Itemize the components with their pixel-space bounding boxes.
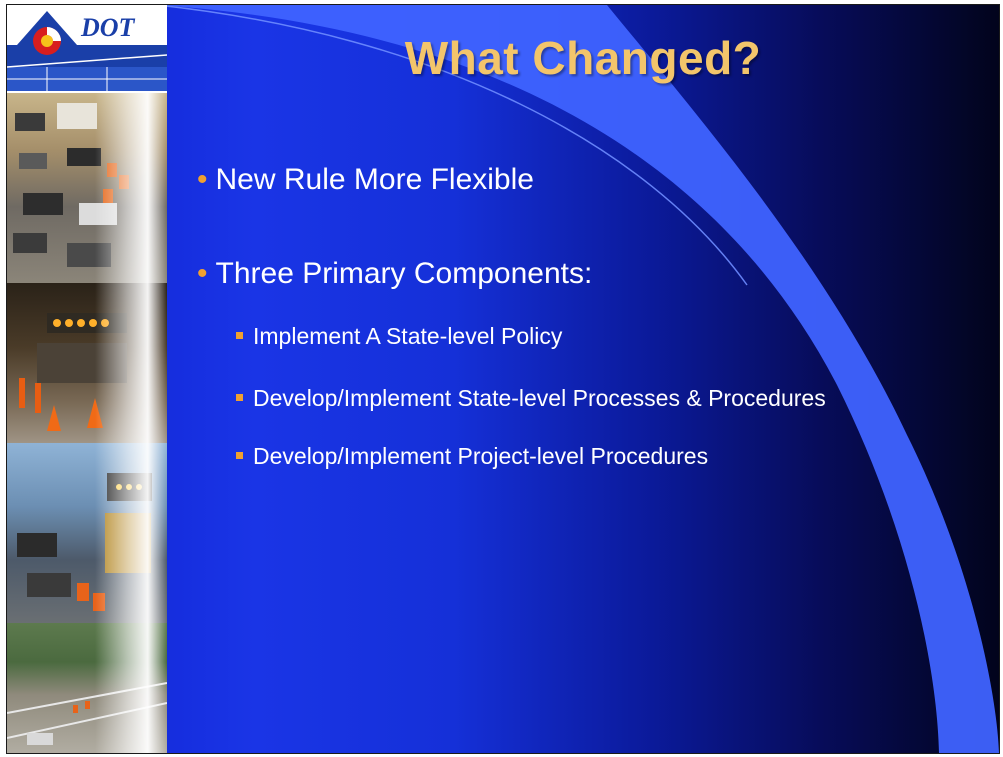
sub-bullet-text: Develop/Implement State-level Processes … (253, 385, 826, 411)
logo-text: DOT (81, 13, 135, 42)
bullet-item: •New Rule More Flexible (197, 163, 534, 197)
bullet-item: •Three Primary Components: (197, 257, 592, 291)
cdot-logo: DOT (7, 5, 167, 93)
sub-bullet-item: Develop/Implement State-level Processes … (236, 385, 826, 412)
traffic-photo (7, 93, 167, 283)
arrow-board-photo (7, 443, 167, 623)
square-bullet-icon (236, 332, 243, 339)
square-bullet-icon (236, 394, 243, 401)
slide-title: What Changed? (404, 32, 762, 84)
highway-photo (7, 623, 167, 753)
photo-strip: DOT (7, 5, 167, 753)
bullet-text: Three Primary Components: (215, 257, 593, 290)
square-bullet-icon (236, 452, 243, 459)
bullet-dot-icon: • (197, 163, 208, 196)
work-zone-photo (7, 283, 167, 443)
swoosh-decoration (156, 5, 999, 753)
bullet-dot-icon: • (197, 257, 208, 290)
sub-bullet-item: Develop/Implement Project-level Procedur… (236, 443, 708, 470)
sub-bullet-text: Develop/Implement Project-level Procedur… (253, 443, 709, 469)
sub-bullet-text: Implement A State-level Policy (253, 323, 563, 349)
bullet-text: New Rule More Flexible (215, 163, 534, 196)
sub-bullet-item: Implement A State-level Policy (236, 323, 562, 350)
slide: DOT (6, 4, 1000, 754)
